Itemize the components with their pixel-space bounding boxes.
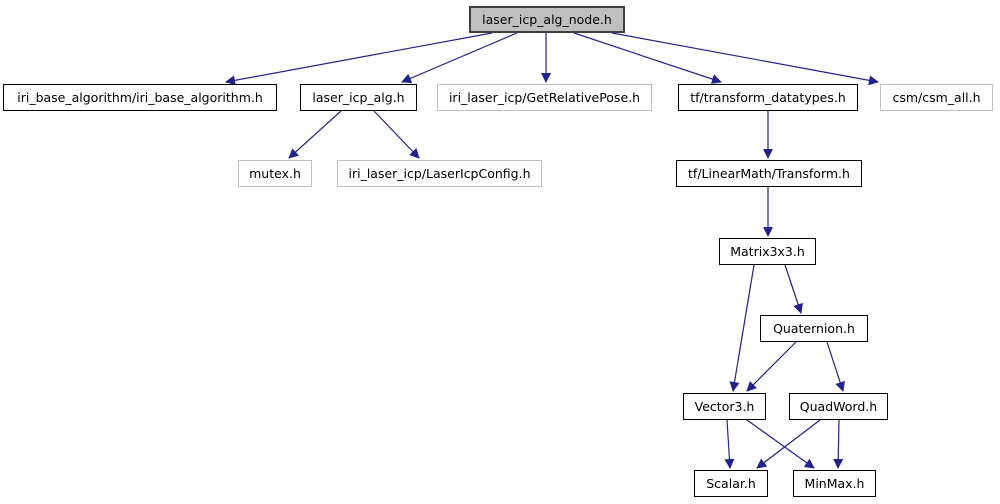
edge-laser_icp_alg_node_h-to-iri_base_algorithm_h bbox=[225, 32, 493, 86]
node-transform_datatypes_h[interactable]: tf/transform_datatypes.h bbox=[678, 84, 858, 111]
node-minmax_h[interactable]: MinMax.h bbox=[793, 470, 876, 497]
edge-laser_icp_alg_h-to-laser_icp_config_h bbox=[373, 110, 420, 159]
edge-matrix3x3_h-to-quaternion_h bbox=[784, 264, 803, 314]
node-get_relative_pose_h: iri_laser_icp/GetRelativePose.h bbox=[437, 84, 652, 111]
edge-laser_icp_alg_node_h-to-transform_datatypes_h bbox=[573, 32, 722, 84]
node-label: tf/transform_datatypes.h bbox=[690, 90, 846, 105]
edge-quaternion_h-to-vector3_h bbox=[746, 341, 797, 392]
node-label: iri_laser_icp/LaserIcpConfig.h bbox=[348, 166, 531, 181]
node-iri_base_algorithm_h[interactable]: iri_base_algorithm/iri_base_algorithm.h bbox=[3, 84, 277, 111]
node-quaternion_h[interactable]: Quaternion.h bbox=[760, 315, 868, 342]
node-label: tf/LinearMath/Transform.h bbox=[688, 166, 850, 181]
edge-laser_icp_alg_h-to-mutex_h bbox=[288, 110, 342, 159]
edge-quaternion_h-to-quadword_h bbox=[826, 341, 845, 392]
node-label: mutex.h bbox=[249, 166, 301, 181]
edge-quadword_h-to-scalar_h bbox=[756, 419, 821, 469]
edge-laser_icp_alg_node_h-to-laser_icp_alg_h bbox=[401, 32, 518, 84]
edge-matrix3x3_h-to-vector3_h bbox=[729, 264, 755, 392]
node-matrix3x3_h[interactable]: Matrix3x3.h bbox=[719, 238, 816, 265]
edge-laser_icp_alg_node_h-to-csm_all_h bbox=[611, 32, 879, 86]
node-mutex_h: mutex.h bbox=[238, 160, 312, 187]
node-label: QuadWord.h bbox=[799, 399, 878, 414]
node-label: Vector3.h bbox=[694, 399, 755, 414]
node-quadword_h[interactable]: QuadWord.h bbox=[789, 393, 888, 420]
node-label: iri_base_algorithm/iri_base_algorithm.h bbox=[17, 90, 263, 105]
node-label: Quaternion.h bbox=[773, 321, 855, 336]
node-label: Scalar.h bbox=[706, 476, 756, 491]
node-label: laser_icp_alg_node.h bbox=[482, 12, 612, 27]
node-csm_all_h: csm/csm_all.h bbox=[880, 84, 993, 111]
node-label: csm/csm_all.h bbox=[892, 90, 981, 105]
node-label: MinMax.h bbox=[804, 476, 865, 491]
edge-vector3_h-to-scalar_h bbox=[724, 419, 735, 469]
node-label: laser_icp_alg.h bbox=[312, 90, 405, 105]
node-laser_icp_alg_h[interactable]: laser_icp_alg.h bbox=[300, 84, 417, 111]
node-transform_h[interactable]: tf/LinearMath/Transform.h bbox=[676, 160, 862, 187]
node-scalar_h[interactable]: Scalar.h bbox=[694, 470, 768, 497]
edge-vector3_h-to-minmax_h bbox=[746, 419, 815, 469]
edge-quadword_h-to-minmax_h bbox=[833, 419, 844, 469]
node-label: iri_laser_icp/GetRelativePose.h bbox=[448, 90, 641, 105]
node-label: Matrix3x3.h bbox=[730, 244, 805, 259]
node-laser_icp_config_h: iri_laser_icp/LaserIcpConfig.h bbox=[337, 160, 542, 187]
node-laser_icp_alg_node_h: laser_icp_alg_node.h bbox=[469, 6, 625, 33]
node-vector3_h[interactable]: Vector3.h bbox=[683, 393, 766, 420]
